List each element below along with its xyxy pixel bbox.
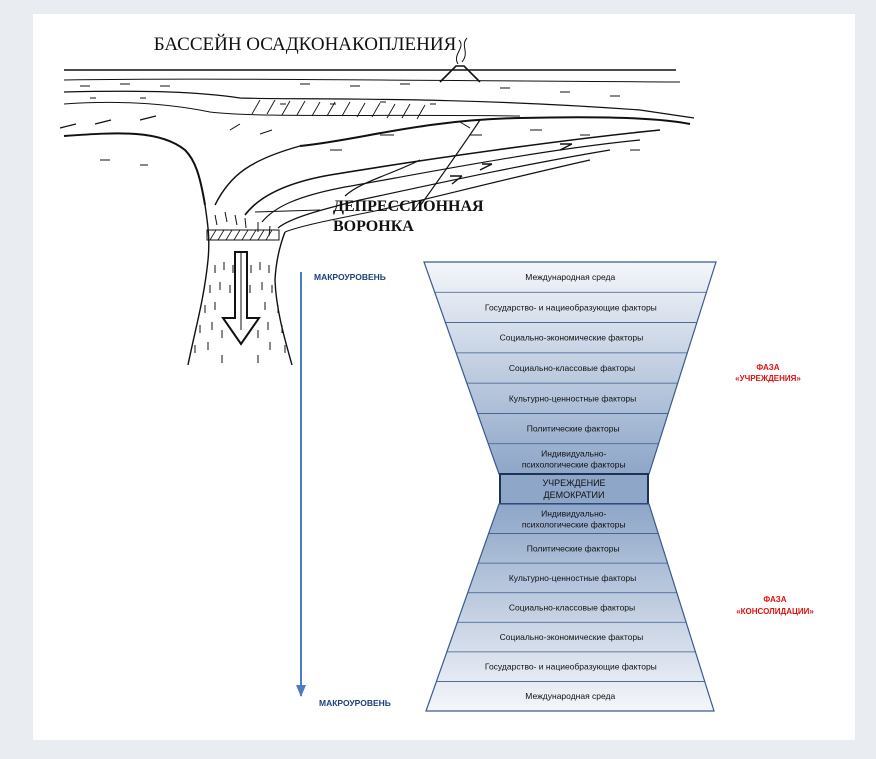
diagram-svg: БАССЕЙН ОСАДКОНАКОПЛЕНИЯ bbox=[59, 34, 814, 712]
upper-level-label: Индивидуально- bbox=[541, 448, 606, 458]
lower-level-label: Международная среда bbox=[525, 691, 615, 701]
funnel-wall-left bbox=[187, 204, 210, 366]
upper-level-label: Политические факторы bbox=[527, 424, 620, 434]
geology-sketch: БАССЕЙН ОСАДКОНАКОПЛЕНИЯ bbox=[59, 34, 695, 366]
funnel-band bbox=[206, 229, 280, 241]
axis-bottom-label: МАКРОУРОВЕНЬ bbox=[319, 698, 391, 708]
basement-line bbox=[63, 116, 691, 206]
lower-level-label: Государство- и нациеобразующие факторы bbox=[485, 662, 657, 672]
upper-phase-line2: «УЧРЕЖДЕНИЯ» bbox=[735, 374, 801, 383]
funnel-label-line1: ДЕПРЕССИОННАЯ bbox=[333, 198, 484, 215]
funnel-label-line2: ВОРОНКА bbox=[333, 218, 414, 235]
upper-level-label: Международная среда bbox=[525, 272, 615, 282]
lower-level-label: Социально-экономические факторы bbox=[500, 632, 644, 642]
basin-title: БАССЕЙН ОСАДКОНАКОПЛЕНИЯ bbox=[154, 34, 457, 55]
phase-labels: ФАЗА «УЧРЕЖДЕНИЯ» ФАЗА «КОНСОЛИДАЦИИ» bbox=[735, 363, 814, 616]
upper-level-label: Социально-экономические факторы bbox=[500, 333, 644, 343]
volcano-icon bbox=[439, 65, 481, 83]
center-label-line1: УЧРЕЖДЕНИЕ bbox=[542, 478, 605, 488]
axis-top-label: МАКРОУРОВЕНЬ bbox=[314, 272, 386, 282]
lower-phase-line1: ФАЗА bbox=[763, 595, 786, 604]
lower-funnel bbox=[425, 503, 715, 712]
center-label-line2: ДЕМОКРАТИИ bbox=[544, 490, 605, 500]
figure-canvas: БАССЕЙН ОСАДКОНАКОПЛЕНИЯ bbox=[33, 14, 855, 740]
upper-level-label: Культурно-ценностные факторы bbox=[509, 393, 636, 403]
lower-level-label: Индивидуально- bbox=[541, 508, 606, 518]
funnel-wall-right bbox=[274, 231, 293, 366]
upper-level-label: Государство- и нациеобразующие факторы bbox=[485, 302, 657, 312]
lower-level-label: психологические факторы bbox=[522, 519, 626, 529]
lower-phase-line2: «КОНСОЛИДАЦИИ» bbox=[736, 607, 814, 616]
macro-axis: МАКРОУРОВЕНЬ МАКРОУРОВЕНЬ bbox=[296, 272, 391, 708]
lower-level-label: Культурно-ценностные факторы bbox=[509, 573, 636, 583]
lower-level-label: Социально-классовые факторы bbox=[509, 603, 635, 613]
upper-level-label: Социально-классовые факторы bbox=[509, 363, 635, 373]
upper-phase-line1: ФАЗА bbox=[756, 363, 779, 372]
upper-level-label: психологические факторы bbox=[522, 459, 626, 469]
lower-level-label: Политические факторы bbox=[527, 543, 620, 553]
